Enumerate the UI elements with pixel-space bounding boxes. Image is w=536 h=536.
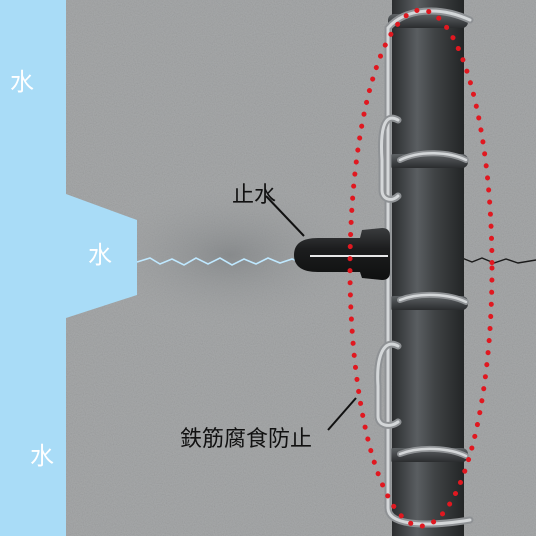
water-region xyxy=(0,0,137,536)
highlight-ellipse-icon xyxy=(347,7,495,529)
water-label-mid: 水 xyxy=(88,241,112,269)
water-stop-plug-icon xyxy=(294,228,390,280)
water-label-bottom: 水 xyxy=(30,442,54,470)
corrosion-callout-line xyxy=(327,397,357,431)
binding-wire-icon xyxy=(374,7,474,528)
stop-water-callout-line xyxy=(265,195,305,237)
crack-water-path xyxy=(136,257,301,266)
water-label-top: 水 xyxy=(10,68,34,96)
wet-area xyxy=(80,175,380,335)
corrosion-prevention-label: 鉄筋腐食防止 xyxy=(180,427,312,452)
stop-water-label: 止水 xyxy=(232,183,276,208)
